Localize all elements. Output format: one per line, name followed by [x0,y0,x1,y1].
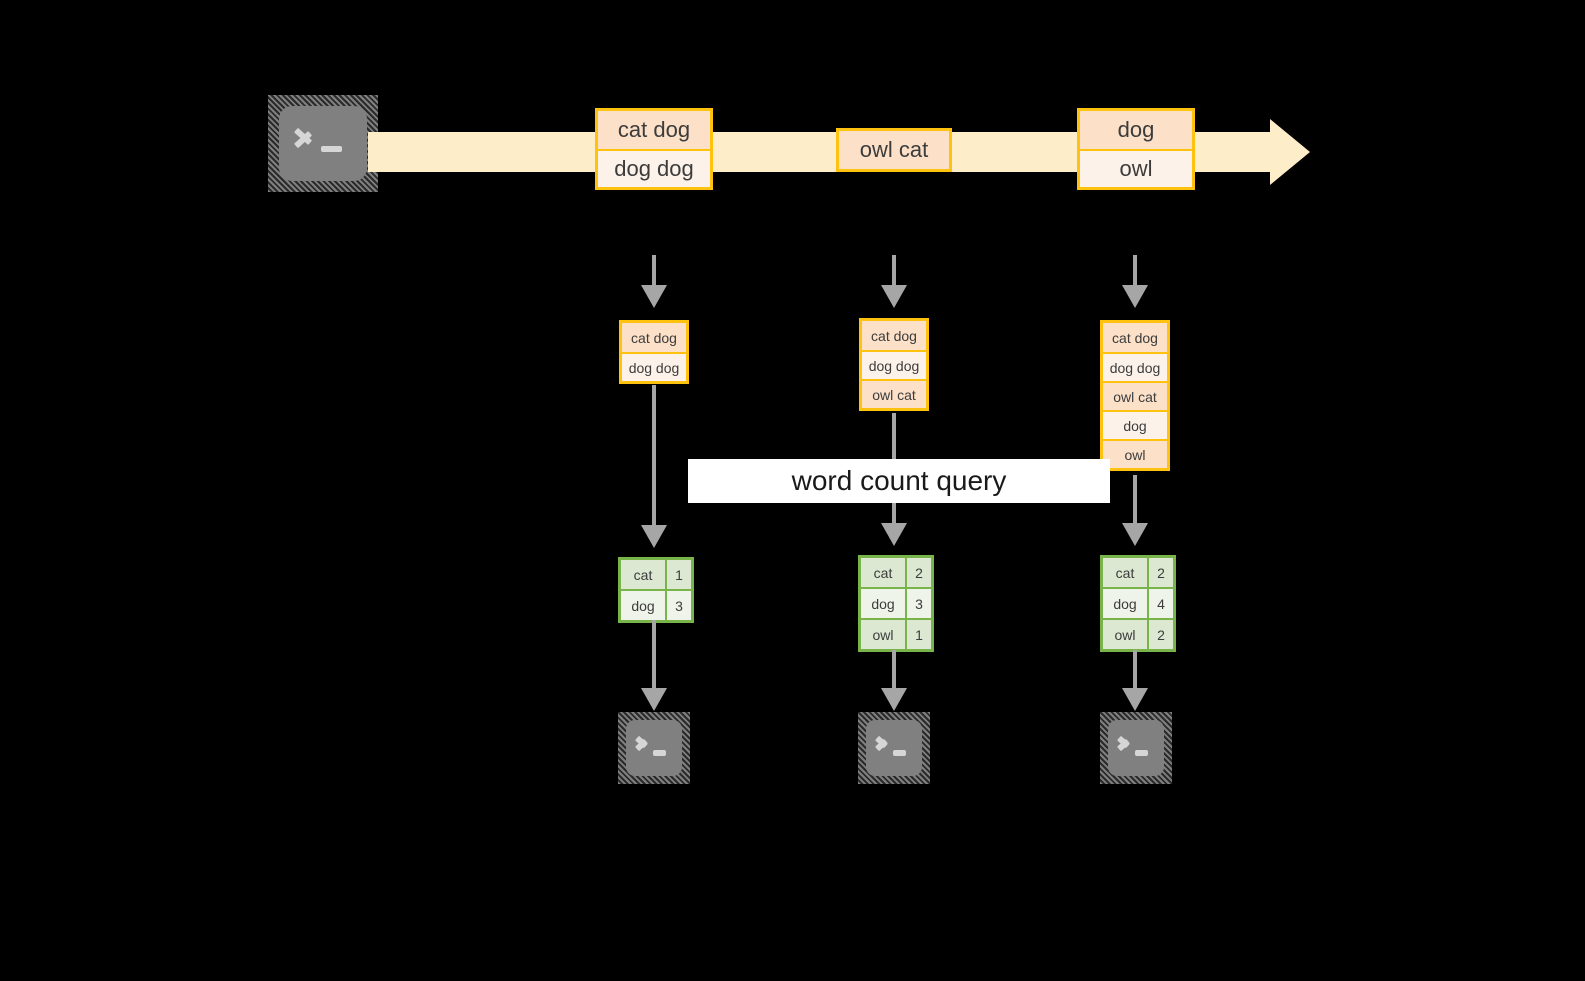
result-word: cat [1103,558,1147,587]
result-count: 1 [905,620,931,649]
stream-record-1: cat dog dog dog [595,108,713,190]
result-word: owl [1103,620,1147,649]
snapshot-input-line: dog [1103,410,1167,439]
snapshot-1-query-arrowhead-icon [641,525,667,548]
terminal-screen [1108,720,1164,776]
table-row: dog 4 [1103,587,1173,618]
snapshot-3-input-box: cat dog dog dog owl cat dog owl [1100,320,1170,471]
stream-record-line: cat dog [598,111,710,149]
table-row: owl 1 [861,618,931,649]
snapshot-2-result-table: cat 2 dog 3 owl 1 [858,555,934,652]
snapshot-input-line: owl [1103,439,1167,468]
prompt-chevron-icon [296,123,319,153]
result-word: dog [621,591,665,620]
snapshot-1-sink-arrowhead-icon [641,688,667,711]
snapshot-1-sink-line [652,620,656,698]
snapshot-input-line: cat dog [862,321,926,350]
snapshot-1-tap-line [652,255,656,285]
result-count: 2 [1147,558,1173,587]
stream-record-3: dog owl [1077,108,1195,190]
result-count: 2 [905,558,931,587]
prompt-cursor-icon [652,749,667,756]
snapshot-3-result-table: cat 2 dog 4 owl 2 [1100,555,1176,652]
snapshot-3-sink-arrowhead-icon [1122,688,1148,711]
result-word: cat [861,558,905,587]
snapshot-2-input-box: cat dog dog dog owl cat [859,318,929,411]
table-row: cat 2 [1103,558,1173,587]
snapshot-input-line: owl cat [1103,381,1167,410]
snapshot-3-sink-terminal-icon [1100,712,1172,784]
stream-record-line: owl cat [839,131,949,169]
snapshot-2-sink-line [892,650,896,698]
snapshot-input-line: dog dog [862,350,926,379]
snapshot-3-tap-arrowhead-icon [1122,285,1148,308]
snapshot-3-sink-line [1133,650,1137,698]
snapshot-3-tap-line [1133,255,1137,285]
snapshot-input-line: owl cat [862,379,926,408]
snapshot-3-query-line [1133,475,1137,535]
snapshot-3-query-arrowhead-icon [1122,523,1148,546]
stream-record-line: owl [1080,149,1192,187]
terminal-screen [626,720,682,776]
result-word: owl [861,620,905,649]
table-row: cat 1 [621,560,691,589]
query-label: word count query [688,459,1110,503]
result-count: 4 [1147,589,1173,618]
snapshot-input-line: cat dog [1103,323,1167,352]
table-row: owl 2 [1103,618,1173,649]
snapshot-1-result-table: cat 1 dog 3 [618,557,694,623]
snapshot-2-sink-arrowhead-icon [881,688,907,711]
snapshot-2-sink-terminal-icon [858,712,930,784]
result-word: dog [861,589,905,618]
result-word: dog [1103,589,1147,618]
snapshot-2-query-arrowhead-icon [881,523,907,546]
table-row: dog 3 [861,587,931,618]
snapshot-1-tap-arrowhead-icon [641,285,667,308]
snapshot-2-tap-arrowhead-icon [881,285,907,308]
snapshot-1-query-line [652,385,656,537]
snapshot-input-line: dog dog [1103,352,1167,381]
snapshot-input-line: cat dog [622,323,686,352]
result-word: cat [621,560,665,589]
snapshot-1-sink-terminal-icon [618,712,690,784]
result-count: 1 [665,560,691,589]
source-terminal-icon [268,95,378,192]
snapshot-1-input-box: cat dog dog dog [619,320,689,384]
prompt-chevron-icon [1119,732,1134,754]
result-count: 2 [1147,620,1173,649]
stream-record-line: dog dog [598,149,710,187]
result-count: 3 [665,591,691,620]
stream-record-line: dog [1080,111,1192,149]
prompt-chevron-icon [877,732,892,754]
prompt-cursor-icon [321,145,343,152]
snapshot-input-line: dog dog [622,352,686,381]
terminal-screen [279,106,367,181]
prompt-cursor-icon [892,749,907,756]
result-count: 3 [905,589,931,618]
prompt-chevron-icon [637,732,652,754]
table-row: dog 3 [621,589,691,620]
terminal-screen [866,720,922,776]
stream-record-2: owl cat [836,128,952,172]
stream-arrowhead-icon [1270,119,1310,185]
table-row: cat 2 [861,558,931,587]
prompt-cursor-icon [1134,749,1149,756]
snapshot-2-tap-line [892,255,896,285]
